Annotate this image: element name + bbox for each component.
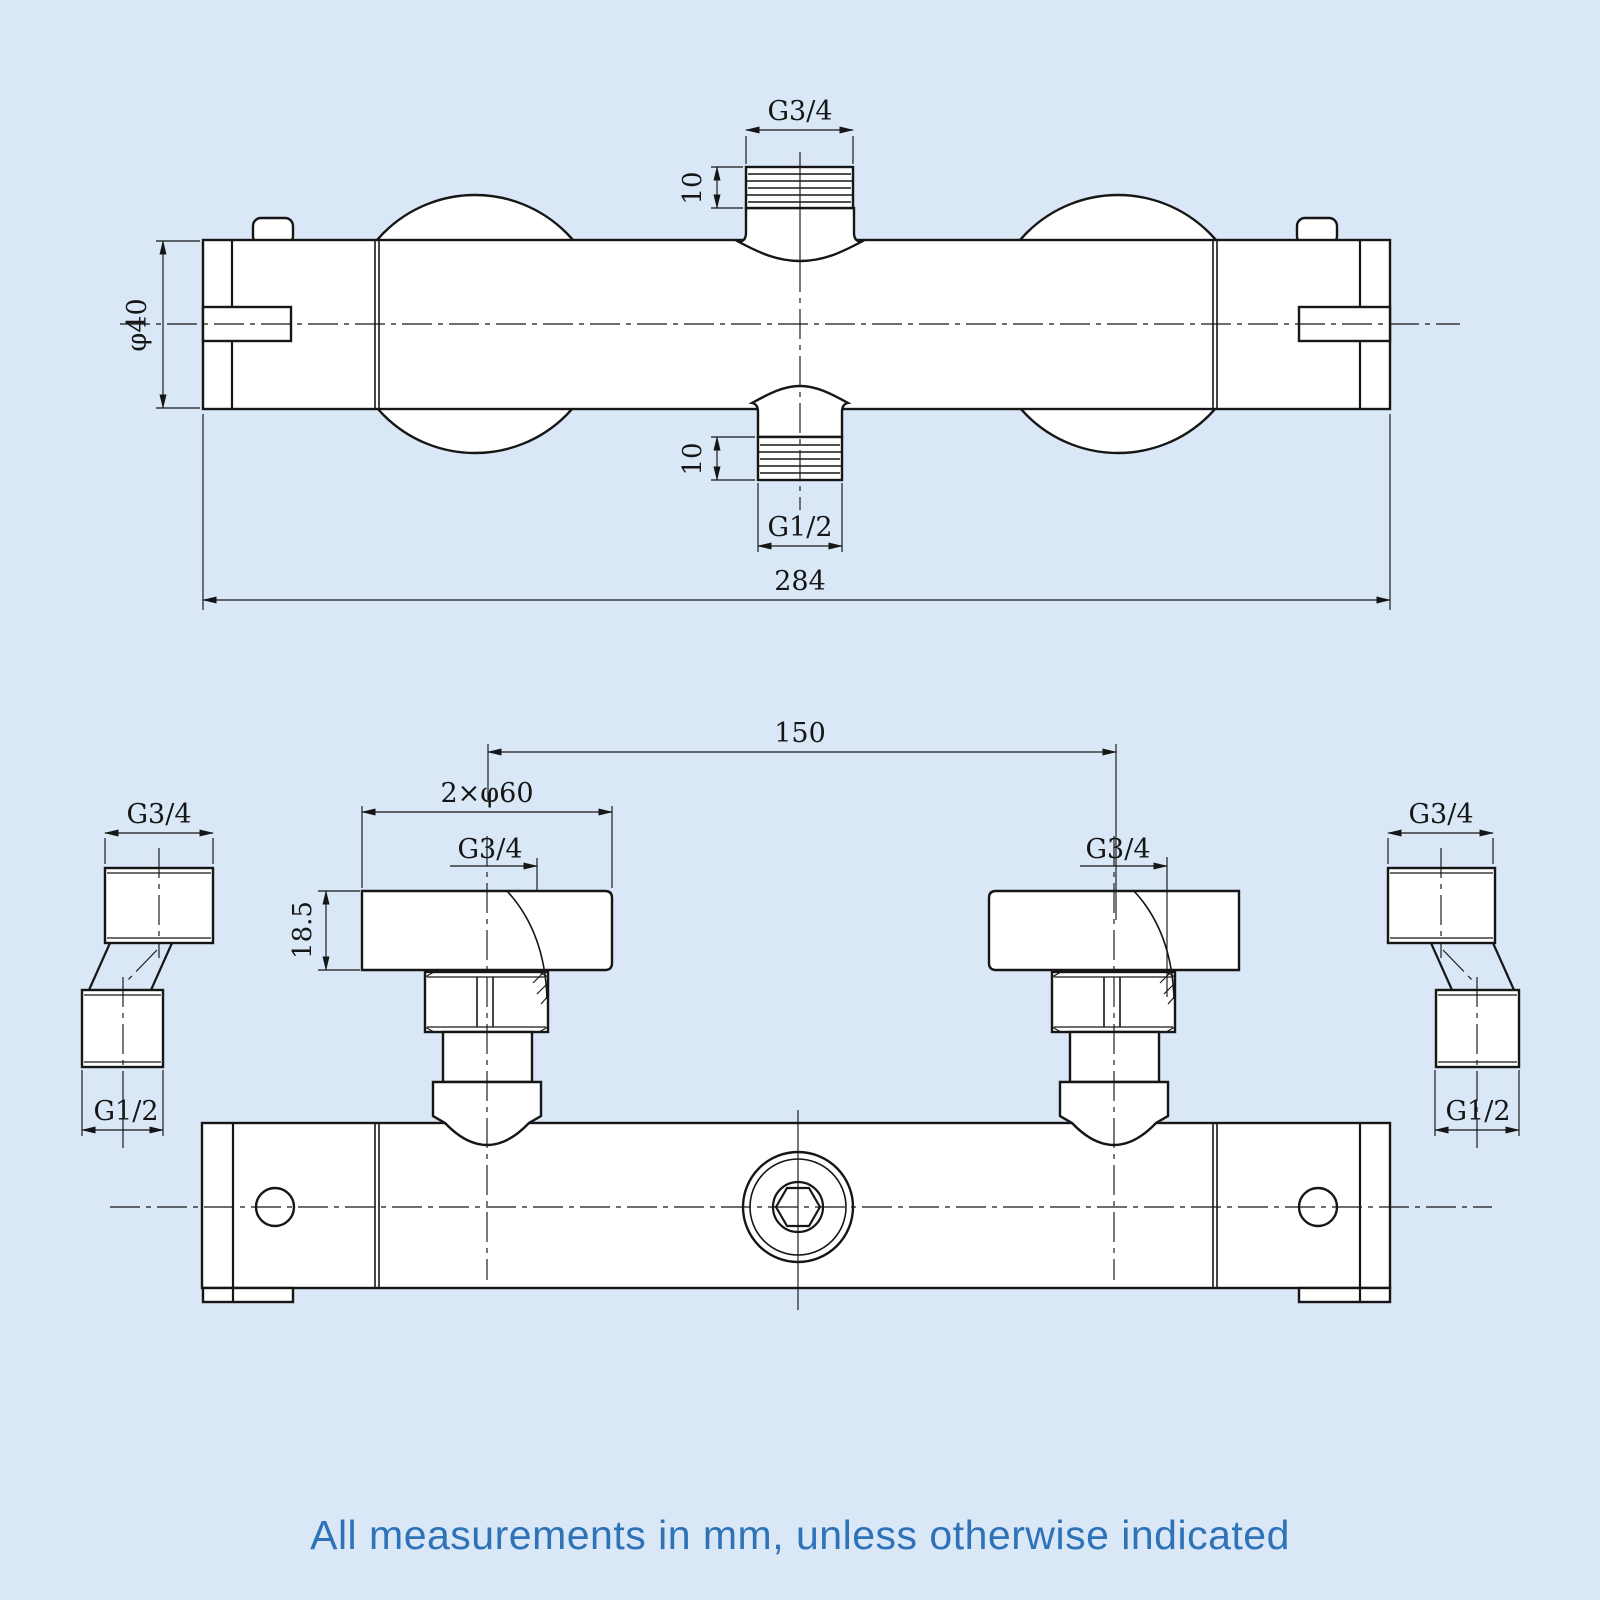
dim-150: 150 xyxy=(487,718,1117,920)
front-view: 150 2×φ60 G3/4 G3/4 18.5 xyxy=(80,718,1521,1310)
left-foot xyxy=(201,1286,295,1304)
label-18-5: 18.5 xyxy=(288,901,318,959)
dim-18-5: 18.5 xyxy=(288,890,360,971)
dim-dia40: φ40 xyxy=(122,240,200,409)
label-10-bottom: 10 xyxy=(678,442,708,475)
label-dia40: φ40 xyxy=(122,298,153,351)
label-150: 150 xyxy=(774,718,826,749)
dim-g34-right-port: G3/4 xyxy=(1080,834,1168,997)
label-left-adapter-g34: G3/4 xyxy=(126,799,191,830)
dim-left-adapter-g34: G3/4 xyxy=(104,799,214,864)
dim-g34-top: G3/4 xyxy=(745,96,854,164)
dim-284: 284 xyxy=(202,414,1391,610)
label-right-adapter-g34: G3/4 xyxy=(1408,799,1473,830)
label-g34-right-port: G3/4 xyxy=(1085,834,1150,865)
label-284: 284 xyxy=(774,566,826,597)
dim-10-top: 10 xyxy=(678,166,743,209)
dim-right-adapter-g12: G1/2 xyxy=(1434,1070,1520,1136)
left-offset-adapter xyxy=(80,848,215,1148)
label-g34-left-port: G3/4 xyxy=(457,834,522,865)
right-offset-adapter xyxy=(1386,848,1521,1148)
right-foot xyxy=(1297,1286,1392,1304)
dim-g34-left-port: G3/4 xyxy=(450,834,538,890)
label-g34-top: G3/4 xyxy=(767,96,832,127)
dim-left-adapter-g12: G1/2 xyxy=(81,1070,164,1136)
footer-note: All measurements in mm, unless otherwise… xyxy=(310,1512,1290,1558)
label-10-top: 10 xyxy=(678,171,708,204)
dim-2x60: 2×φ60 xyxy=(361,778,613,888)
top-view: G3/4 10 φ40 10 G1/2 xyxy=(120,96,1460,610)
dim-g12-bottom: G1/2 xyxy=(757,483,843,552)
label-right-adapter-g12: G1/2 xyxy=(1445,1096,1510,1127)
dim-right-adapter-g34: G3/4 xyxy=(1387,799,1494,864)
label-2x60: 2×φ60 xyxy=(440,778,533,809)
label-left-adapter-g12: G1/2 xyxy=(93,1096,158,1127)
label-g12-bottom: G1/2 xyxy=(767,512,832,543)
dim-10-bottom: 10 xyxy=(678,436,755,481)
